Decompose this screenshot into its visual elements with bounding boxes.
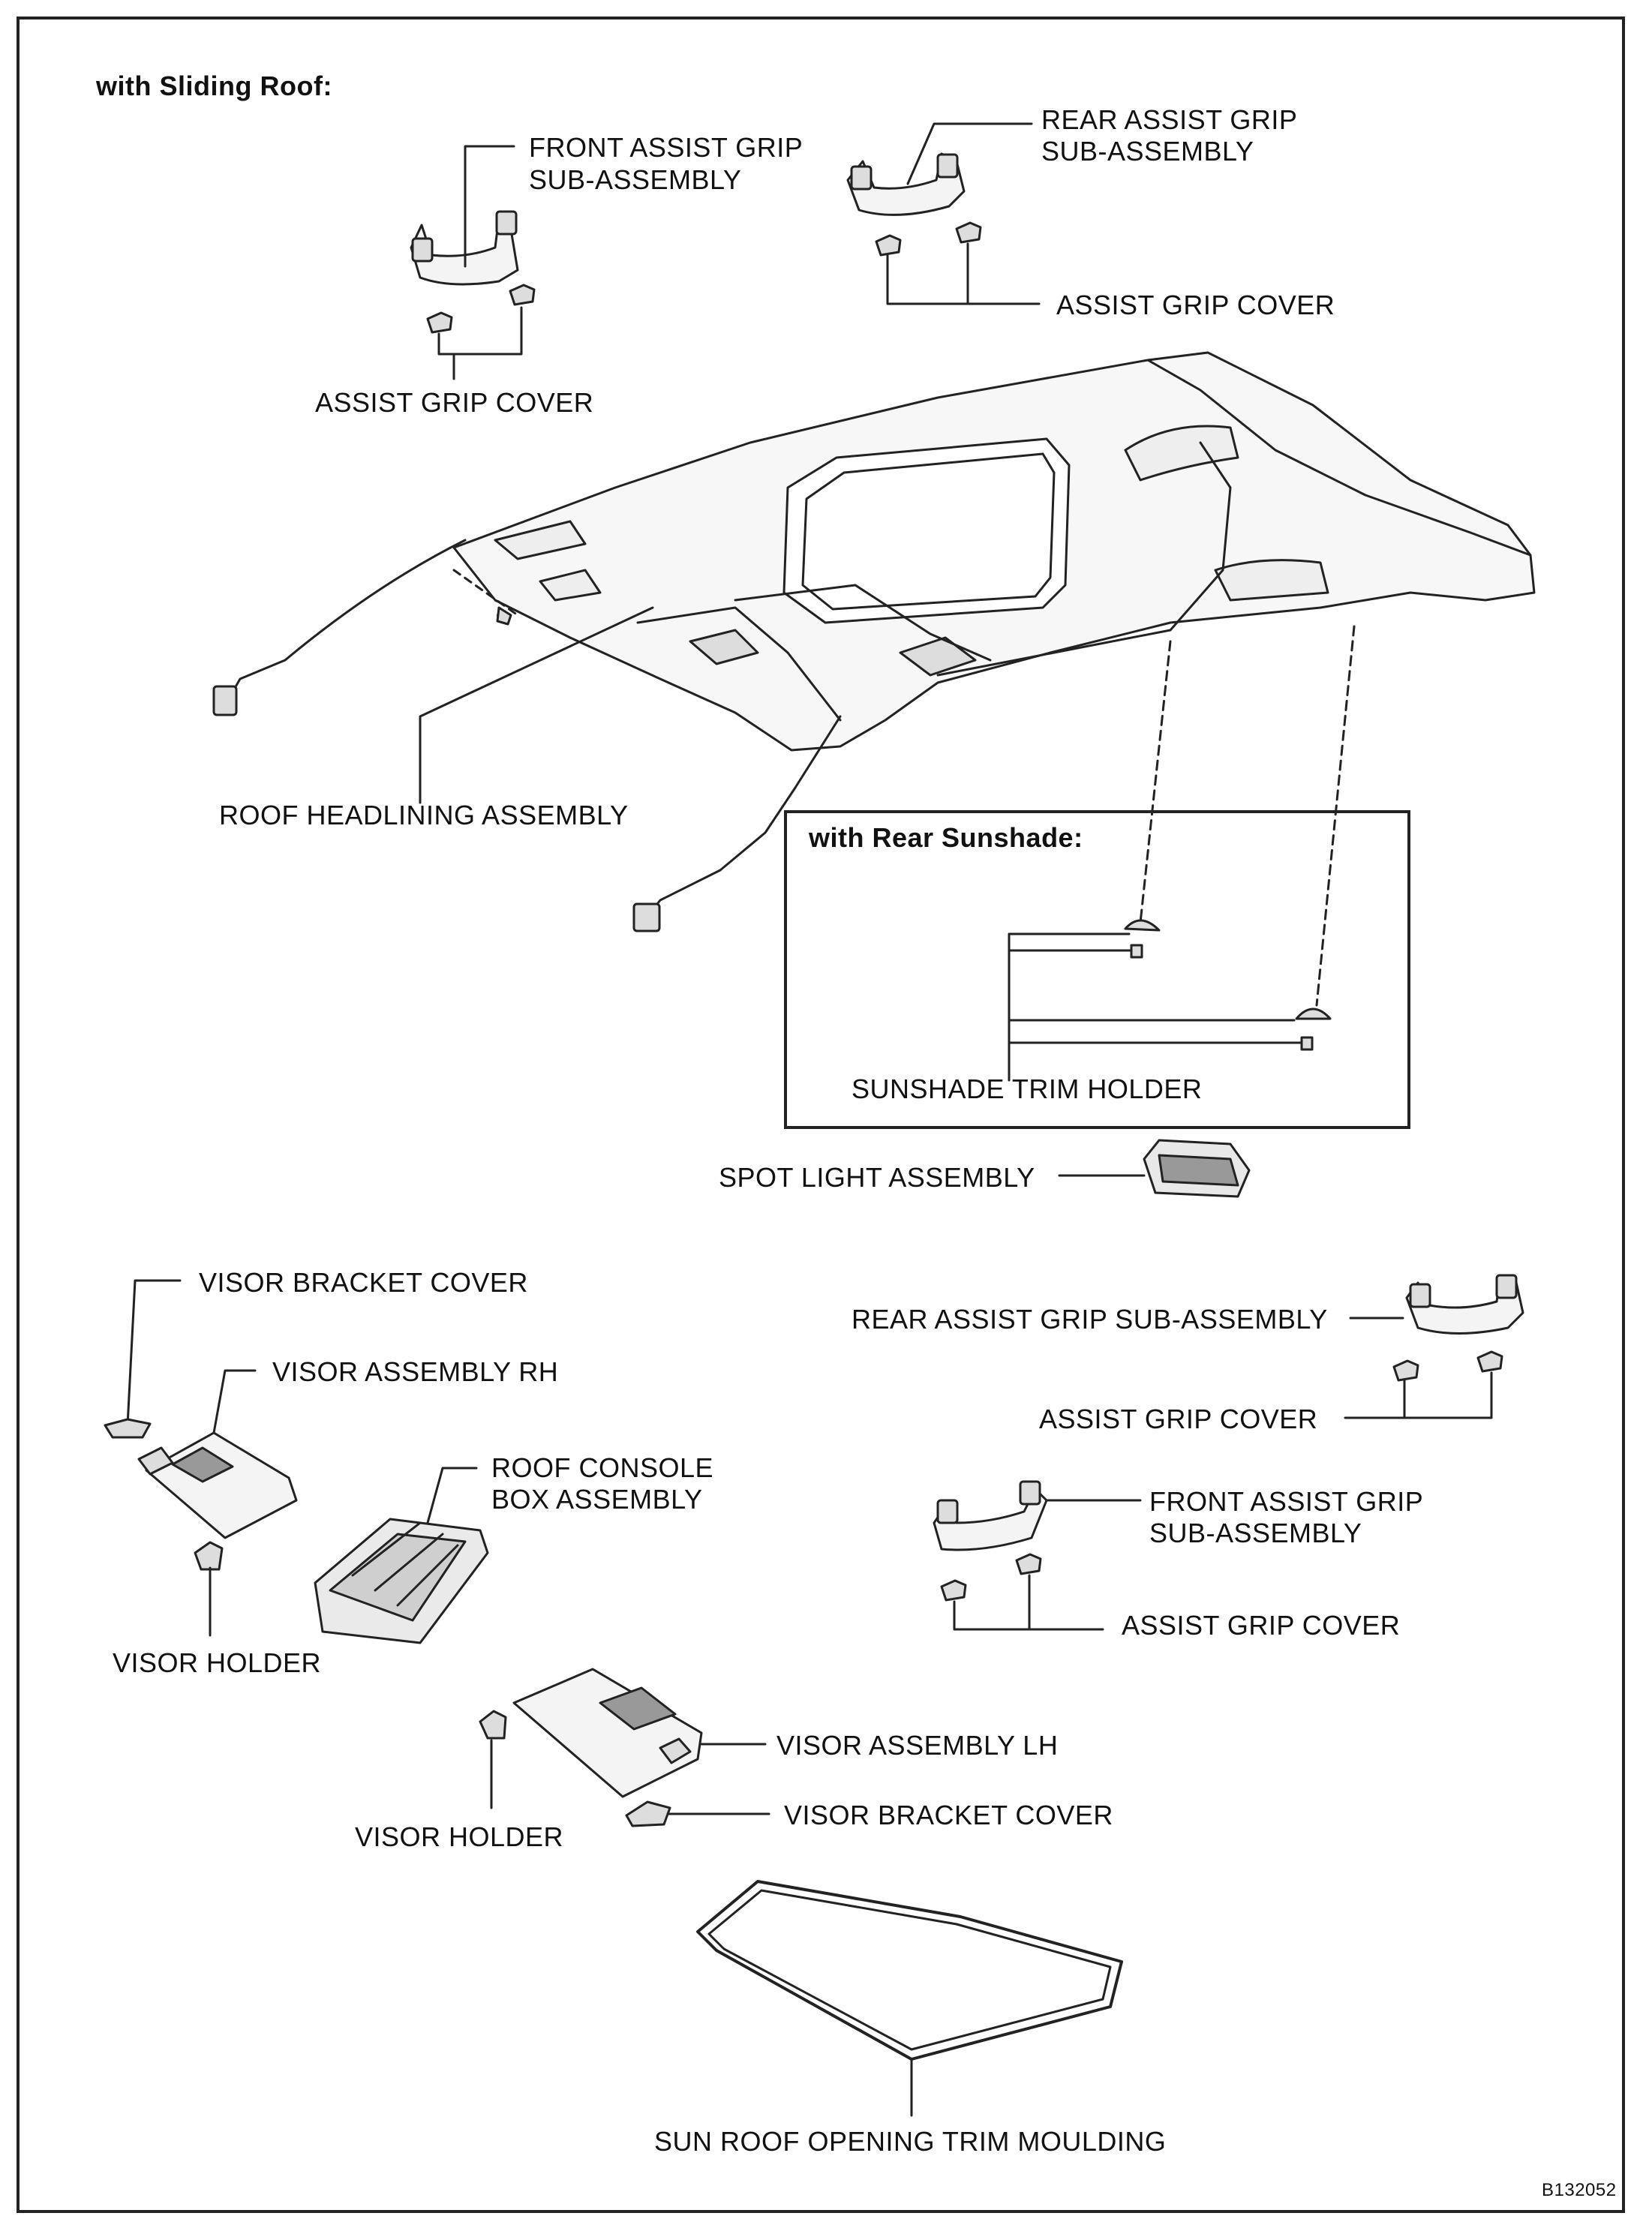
leader-cover-top-right xyxy=(886,242,969,305)
label-sunshade-trim-holder: SUNSHADE TRIM HOLDER xyxy=(852,1073,1203,1104)
rear-sunshade-inset-box xyxy=(784,810,1410,1129)
label-roof-headlining: ROOF HEADLINING ASSEMBLY xyxy=(219,800,629,830)
leader-roof-console xyxy=(426,1467,478,1524)
dash-sunshade-2 xyxy=(1315,625,1356,1007)
assist-grip-cover-bottom-1-parts xyxy=(1392,1350,1503,1382)
leader-trim-holder-b xyxy=(1008,949,1303,1044)
label-visor-holder-rh: VISOR HOLDER xyxy=(113,1647,322,1678)
front-assist-grip-top-part xyxy=(410,210,519,286)
label-visor-assembly-rh: VISOR ASSEMBLY RH xyxy=(272,1356,559,1387)
rear-assist-grip-bottom-part xyxy=(1405,1274,1524,1335)
label-rear-assist-grip-top-l1: REAR ASSIST GRIP xyxy=(1041,104,1298,135)
visor-lh-part xyxy=(512,1668,703,1798)
label-visor-bracket-cover-rh: VISOR BRACKET COVER xyxy=(199,1267,528,1298)
visor-holder-lh-part xyxy=(479,1710,507,1740)
label-rear-assist-grip-top-l2: SUB-ASSEMBLY xyxy=(1041,136,1254,167)
label-assist-grip-cover-top-right: ASSIST GRIP COVER xyxy=(1056,290,1335,320)
label-visor-assembly-lh: VISOR ASSEMBLY LH xyxy=(776,1730,1059,1761)
assist-grip-cover-bottom-2-parts xyxy=(940,1553,1042,1602)
leader-cover-bottom-2 xyxy=(953,1574,1104,1631)
leader-cover-top-left xyxy=(437,306,523,356)
leader-roof-headlining xyxy=(419,606,654,804)
label-front-assist-grip-bottom-l2: SUB-ASSEMBLY xyxy=(1149,1518,1362,1548)
roof-console-box-part xyxy=(314,1518,489,1644)
visor-rh-part xyxy=(137,1431,298,1539)
label-visor-holder-lh: VISOR HOLDER xyxy=(355,1821,564,1852)
headlining-clip-part xyxy=(496,606,512,626)
roof-headlining-part xyxy=(212,351,1536,932)
label-front-assist-grip-top-l1: FRONT ASSIST GRIP xyxy=(529,132,803,163)
visor-holder-rh-part xyxy=(194,1541,224,1571)
visor-bracket-cover-rh-part xyxy=(104,1418,152,1439)
rear-assist-grip-top-part xyxy=(846,152,966,216)
assist-grip-cover-top-left-parts xyxy=(426,284,536,334)
section-title-sliding-roof: with Sliding Roof: xyxy=(96,71,332,101)
figure-reference-code: B132052 xyxy=(1542,2180,1617,2200)
label-front-assist-grip-top-l2: SUB-ASSEMBLY xyxy=(529,164,742,195)
label-roof-console-l2: BOX ASSEMBLY xyxy=(491,1484,703,1515)
section-title-rear-sunshade: with Rear Sunshade: xyxy=(809,822,1083,853)
sunshade-trim-holder-parts xyxy=(1124,919,1332,1051)
sun-roof-moulding-part xyxy=(696,1880,1123,2061)
label-spot-light: SPOT LIGHT ASSEMBLY xyxy=(719,1162,1035,1193)
label-sun-roof-moulding: SUN ROOF OPENING TRIM MOULDING xyxy=(654,2126,1167,2157)
leader-visor-rh xyxy=(212,1369,257,1434)
label-visor-bracket-cover-lh: VISOR BRACKET COVER xyxy=(784,1800,1113,1830)
drawing-frame xyxy=(17,17,1625,2213)
clip-dash-line xyxy=(452,569,519,617)
label-rear-assist-grip-bottom: REAR ASSIST GRIP SUB-ASSEMBLY xyxy=(852,1304,1328,1335)
leader-cover-bottom-1 xyxy=(1344,1371,1493,1419)
dash-sunshade-1 xyxy=(1139,640,1172,924)
label-assist-grip-cover-bottom-1: ASSIST GRIP COVER xyxy=(1039,1404,1318,1434)
leader-rear-grip-top xyxy=(906,122,1033,185)
spot-light-part xyxy=(1143,1139,1251,1198)
label-roof-console-l1: ROOF CONSOLE xyxy=(491,1452,714,1483)
leader-visor-bracket-cover-rh xyxy=(126,1279,182,1427)
leader-trim-holder-a xyxy=(1008,932,1296,1082)
label-front-assist-grip-bottom-l1: FRONT ASSIST GRIP xyxy=(1149,1486,1424,1517)
label-assist-grip-cover-top-left: ASSIST GRIP COVER xyxy=(315,387,594,418)
label-assist-grip-cover-bottom-2: ASSIST GRIP COVER xyxy=(1122,1610,1401,1641)
leader-front-grip-top xyxy=(464,145,515,268)
visor-bracket-cover-lh-part xyxy=(625,1800,671,1827)
front-assist-grip-bottom-part xyxy=(933,1480,1048,1551)
assist-grip-cover-top-right-parts xyxy=(875,221,982,257)
